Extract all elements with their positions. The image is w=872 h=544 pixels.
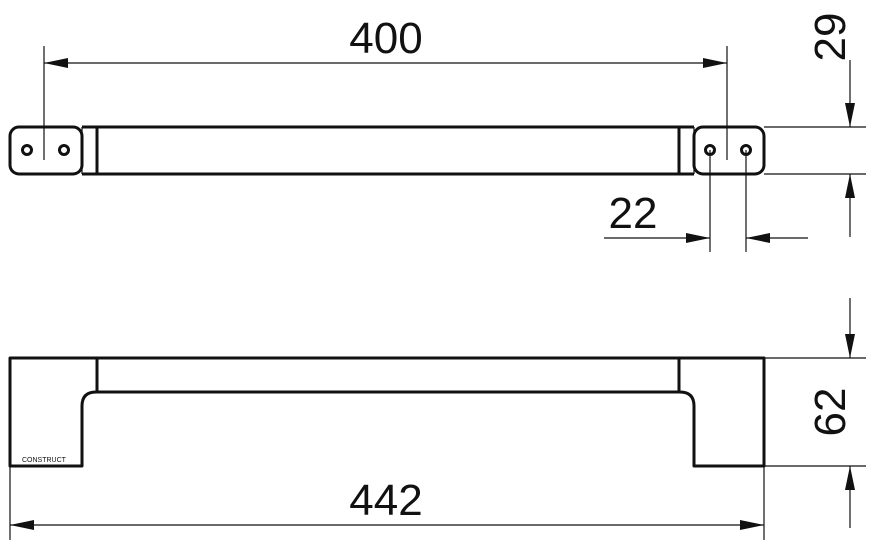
mount-hole bbox=[58, 144, 70, 156]
left-mount-block bbox=[8, 125, 84, 176]
bar-body bbox=[82, 125, 694, 176]
dimension-label-62: 62 bbox=[806, 388, 855, 437]
top-view bbox=[8, 46, 766, 252]
side-collars bbox=[95, 358, 681, 392]
bar-collars bbox=[95, 127, 681, 174]
mount-hole bbox=[21, 144, 33, 156]
brand-mark: CONSTRUCT bbox=[22, 457, 67, 464]
dimension-22: 22 bbox=[604, 189, 808, 243]
dimension-label-400: 400 bbox=[349, 14, 422, 63]
side-profile bbox=[8, 356, 766, 468]
dimension-label-442: 442 bbox=[349, 476, 422, 525]
dimension-400: 400 bbox=[44, 14, 727, 68]
dimension-29: 29 bbox=[764, 13, 866, 237]
dimension-label-29: 29 bbox=[806, 13, 855, 62]
dimension-label-22: 22 bbox=[609, 189, 658, 238]
dimension-62: 62 bbox=[764, 298, 866, 528]
dimension-442: 442 bbox=[9, 466, 765, 540]
side-view: CONSTRUCT bbox=[8, 356, 766, 468]
